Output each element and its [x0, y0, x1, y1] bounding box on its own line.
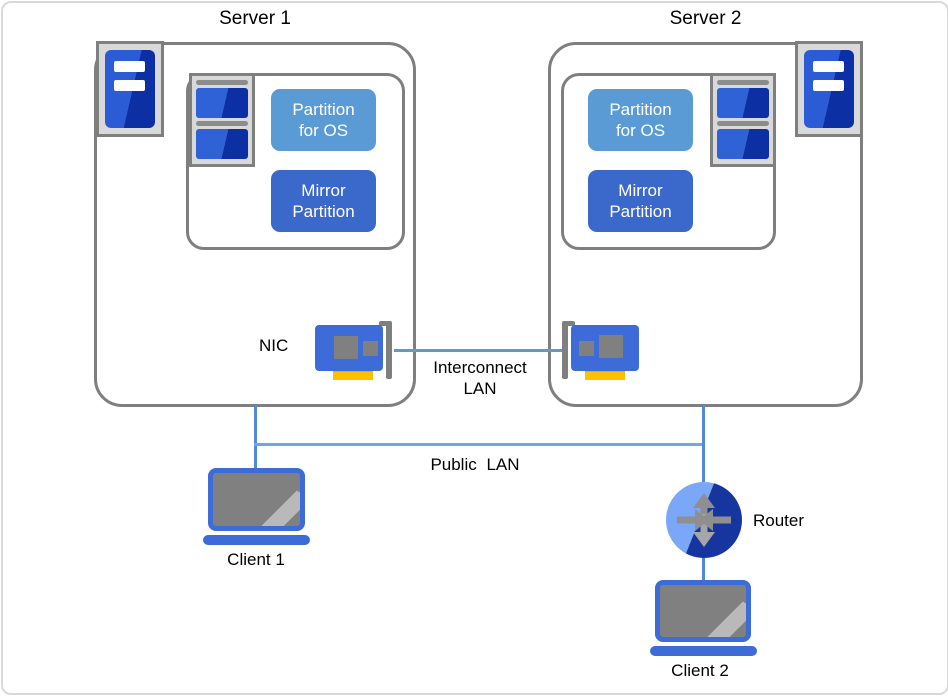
laptop-icon	[208, 468, 305, 531]
server1-mirror-partition: Mirror Partition	[271, 170, 376, 232]
mirror-partition-label-line2: Partition	[292, 202, 355, 221]
interconnect-lan-line	[394, 349, 565, 352]
mirror-partition-label-line1: Mirror	[301, 181, 346, 200]
nic-chip-large	[334, 336, 358, 359]
nic-chip-small	[363, 341, 378, 356]
server2-mirror-partition: Mirror Partition	[588, 170, 693, 232]
partition-os-label-line2: for OS	[615, 121, 666, 140]
partition-os-label-line1: Partition	[292, 100, 355, 119]
disk-platter	[717, 88, 769, 118]
disk-stack-icon	[189, 73, 255, 167]
laptop-base	[650, 646, 757, 656]
laptop-icon	[655, 580, 751, 642]
tower-slot	[813, 80, 844, 91]
interconnect-lan-label-line2: LAN	[463, 379, 497, 398]
nic-bracket	[386, 321, 392, 379]
tower-slot	[114, 80, 145, 91]
partition-os-label-line2: for OS	[298, 121, 349, 140]
server2-router-line	[702, 406, 705, 482]
router-icon	[666, 482, 742, 558]
public-lan-line	[254, 443, 705, 446]
tower-slot	[813, 61, 844, 72]
public-lan-label: Public LAN	[430, 455, 520, 474]
server2-partition-os: Partition for OS	[588, 89, 693, 151]
server2-title: Server 2	[669, 8, 742, 29]
interconnect-lan-label-line1: Interconnect	[433, 358, 527, 377]
client2-label: Client 2	[671, 661, 729, 680]
nic-label: NIC	[259, 336, 289, 355]
router-client2-line	[702, 557, 705, 581]
nic-connector	[585, 370, 625, 380]
mirror-partition-label-line2: Partition	[609, 202, 672, 221]
disk-stack-inner	[196, 80, 248, 159]
server1-partition-os: Partition for OS	[271, 89, 376, 151]
disk-platter	[196, 129, 248, 159]
laptop-base	[203, 535, 310, 545]
nic-bracket	[562, 321, 568, 379]
tower-slot	[114, 61, 145, 72]
server-tower-body	[105, 50, 155, 128]
server1-title: Server 1	[219, 8, 291, 29]
disk-rail	[717, 80, 769, 85]
nic-connector	[333, 370, 373, 380]
nic-bracket-tab	[566, 321, 575, 326]
mirror-partition-label-line1: Mirror	[618, 181, 663, 200]
partition-os-label-line1: Partition	[609, 100, 672, 119]
nic-bracket-tab	[379, 321, 388, 326]
screen-glare	[249, 478, 300, 526]
disk-stack-inner	[717, 80, 769, 159]
server-tower-body	[804, 50, 854, 128]
disk-stack-icon	[710, 73, 776, 167]
disk-platter	[196, 88, 248, 118]
disk-rail	[717, 121, 769, 126]
client1-label: Client 1	[227, 550, 285, 569]
server-tower-icon	[795, 41, 863, 137]
nic-chip-large	[599, 335, 623, 358]
server-tower-icon	[96, 41, 164, 137]
server1-client1-line	[254, 406, 257, 470]
screen-glare	[695, 589, 746, 637]
nic-chip-small	[579, 341, 594, 356]
disk-rail	[196, 80, 248, 85]
router-label: Router	[753, 511, 805, 530]
disk-rail	[196, 121, 248, 126]
interconnect-lan-label: Interconnect LAN	[400, 357, 560, 399]
disk-platter	[717, 129, 769, 159]
